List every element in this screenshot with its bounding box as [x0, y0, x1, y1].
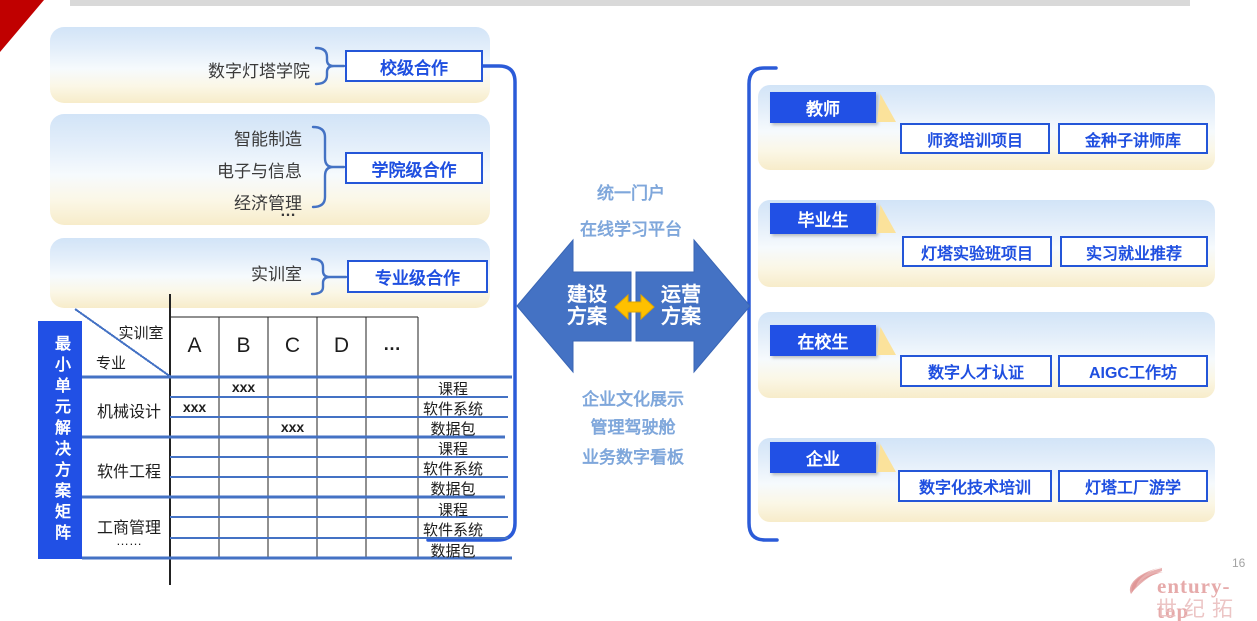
- box-lighthouse-class: 灯塔实验班项目: [902, 236, 1052, 267]
- tab-students: 在校生: [770, 325, 876, 356]
- center-bottom-item-1: 企业文化展示: [582, 390, 684, 409]
- school-item: 数字灯塔学院: [208, 62, 310, 81]
- center-bottom-item-3: 业务数字看板: [582, 448, 684, 467]
- box-golden-seed: 金种子讲师库: [1058, 123, 1208, 154]
- subrow-g3-data: 数据包: [430, 543, 476, 560]
- matrix-row-1: 机械设计: [96, 404, 161, 421]
- matrix-header-bottom: 专业: [95, 355, 126, 372]
- box-factory-tour: 灯塔工厂游学: [1058, 470, 1208, 502]
- build-plan-line1: 建设: [567, 284, 607, 306]
- college-item-more: …: [280, 203, 296, 220]
- tab-enterprises: 企业: [770, 442, 876, 473]
- box-talent-cert: 数字人才认证: [900, 355, 1052, 387]
- college-level-box: 学院级合作: [345, 152, 483, 184]
- center-top-item-1: 统一门户: [597, 184, 665, 203]
- box-teacher-training: 师资培训项目: [900, 123, 1050, 154]
- build-plan-line2: 方案: [567, 306, 607, 328]
- school-level-box: 校级合作: [345, 50, 483, 82]
- matrix-col-a: A: [187, 334, 202, 357]
- subrow-g2-course: 课程: [437, 441, 468, 458]
- tab-teachers: 教师: [770, 92, 876, 123]
- operate-plan-line2: 方案: [661, 306, 701, 328]
- matrix-row-more: ……: [116, 533, 142, 548]
- major-level-box: 专业级合作: [347, 260, 488, 293]
- tab-graduates: 毕业生: [770, 203, 876, 234]
- subrow-g2-data: 数据包: [430, 481, 476, 498]
- page-number: 16: [1232, 556, 1246, 570]
- matrix-row-2: 软件工程: [96, 464, 161, 481]
- matrix-row-3: 工商管理: [96, 520, 161, 537]
- center-bottom-item-2: 管理驾驶舱: [590, 418, 676, 437]
- subrow-g1-course: 课程: [437, 381, 468, 398]
- matrix-col-more: …: [383, 334, 401, 354]
- major-item: 实训室: [251, 265, 302, 284]
- mark-software-a: xxx: [182, 399, 207, 415]
- college-item-2: 电子与信息: [217, 162, 302, 181]
- subrow-g3-course: 课程: [437, 502, 468, 519]
- watermark-brand: entury-top: [1157, 574, 1231, 621]
- matrix-side-title: 最小单元解决方案矩阵: [38, 321, 82, 559]
- subrow-g3-software: 软件系统: [422, 522, 483, 539]
- subrow-g2-software: 软件系统: [422, 461, 483, 478]
- subrow-g1-data: 数据包: [430, 421, 476, 438]
- box-internship: 实习就业推荐: [1060, 236, 1208, 267]
- matrix-col-c: C: [284, 334, 301, 357]
- mark-course-b: xxx: [231, 379, 256, 395]
- operate-plan-line1: 运营: [661, 284, 701, 306]
- red-corner-triangle: [0, 0, 44, 52]
- center-top-item-2: 在线学习平台: [580, 220, 682, 239]
- matrix-col-b: B: [236, 334, 251, 357]
- college-item-3: 经济管理: [234, 194, 302, 213]
- mark-data-c: xxx: [280, 419, 305, 435]
- top-gray-bar: [70, 0, 1190, 6]
- matrix-header-top: 实训室: [118, 325, 164, 342]
- subrow-g1-software: 软件系统: [422, 401, 483, 418]
- operate-plan-label: 运营 方案: [641, 284, 721, 328]
- matrix-col-d: D: [333, 334, 350, 357]
- college-item-1: 智能制造: [234, 130, 302, 149]
- build-plan-label: 建设 方案: [547, 284, 627, 328]
- watermark-brand-cn: 世纪拓普: [1156, 597, 1240, 621]
- box-aigc-workshop: AIGC工作坊: [1058, 355, 1208, 387]
- box-digital-training: 数字化技术培训: [898, 470, 1052, 502]
